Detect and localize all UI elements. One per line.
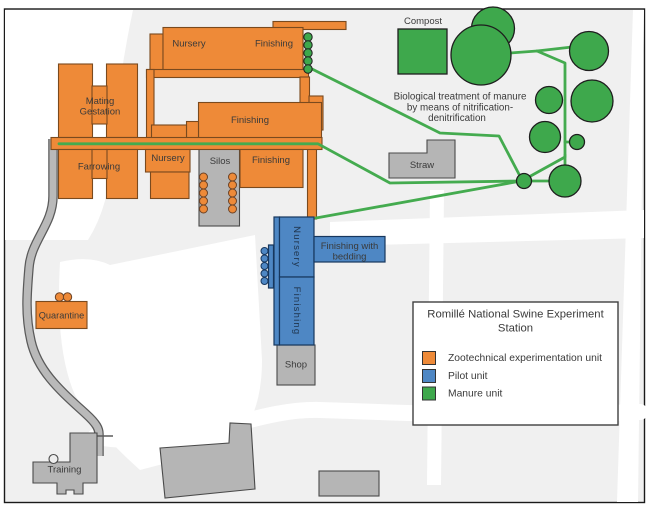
pilot-dot-icon (260, 247, 269, 255)
manure-dot-icon (303, 32, 313, 42)
pilot-corridor-bar (273, 216, 281, 346)
label-bio-1: Biological treatment of manure (394, 92, 527, 103)
manure-dot-icon (303, 64, 313, 74)
manure-line-5 (535, 45, 574, 53)
label-straw: Straw (410, 160, 434, 171)
building-finishing-mid (197, 101, 323, 139)
silo-dot-icon (228, 188, 237, 198)
label-gestation: Gestation (80, 107, 121, 118)
label-bio-3: denitrification (428, 113, 486, 124)
manure-tank-icon (568, 30, 610, 72)
legend-swatch-zootechnical (422, 351, 436, 365)
open-ground-center (59, 235, 262, 470)
legend-label-zootechnical: Zootechnical experimentation unit (448, 353, 602, 364)
label-nursery-low: Nursery (151, 153, 185, 164)
building-quarantine (35, 300, 88, 330)
manure-tank-icon (568, 133, 586, 151)
corridor-top (145, 68, 310, 79)
label-shop: Shop (285, 360, 307, 371)
road-southeast (330, 210, 644, 246)
building-small-gray (318, 470, 380, 497)
manure-dot-icon (303, 40, 313, 50)
building-mating-gestation-left (57, 63, 94, 139)
legend-label-manure: Manure unit (448, 389, 503, 400)
label-finishing-low: Finishing (252, 155, 290, 166)
silo-dot-icon (199, 188, 208, 198)
building-mating-gestation-link (91, 85, 108, 125)
pilot-dot-icon (260, 269, 269, 278)
quarantine-dot-icon (54, 292, 65, 302)
building-finishing-bedding (313, 235, 386, 263)
label-quarantine: Quarantine (39, 311, 84, 321)
legend-title-line1: Romillé National Swine Experiment (427, 309, 604, 321)
silo-dot-icon (199, 180, 208, 190)
label-training: Training (48, 465, 82, 476)
building-finishing-pilot (278, 276, 315, 346)
label-finishing-bedding-1: Finishing with (321, 241, 379, 252)
label-farrowing: Farrowing (78, 162, 120, 173)
building-straw (388, 139, 456, 179)
silo-dot-icon (199, 196, 208, 206)
quarantine-dot-icon (62, 292, 73, 302)
legend-box (412, 301, 619, 426)
legend-swatch-pilot (422, 369, 436, 383)
building-large-gray (159, 422, 256, 499)
label-compost: Compost (404, 16, 442, 27)
manure-line-4 (508, 49, 567, 180)
label-finishing-pilot: Finishing (291, 287, 302, 336)
label-nursery-pilot: Nursery (291, 226, 302, 268)
road-right (617, 10, 644, 502)
pilot-dot-icon (260, 277, 269, 285)
legend-title-line2: Station (498, 323, 533, 335)
building-top-bar (272, 20, 347, 31)
manure-line-3 (314, 179, 523, 220)
road-path (23, 139, 103, 456)
manure-line-2 (57, 142, 522, 185)
building-finishing-low (239, 148, 304, 189)
label-bio-2: by means of nitrification- (407, 103, 513, 114)
building-top-left-annex (149, 33, 164, 71)
label-mating: Mating (86, 96, 115, 107)
manure-dot-icon (303, 56, 313, 66)
building-farrowing-right (105, 148, 139, 200)
silo-dot-icon (228, 204, 237, 214)
legend-label-pilot: Pilot unit (448, 371, 488, 382)
corridor-right (299, 76, 311, 105)
label-finishing-top: Finishing (255, 39, 293, 50)
label-finishing-bedding-2: bedding (333, 252, 367, 263)
pilot-small-bar (267, 244, 275, 289)
manure-tank-icon (570, 79, 614, 123)
building-farrowing-link (91, 148, 108, 180)
building-nursery-pilot (278, 216, 315, 278)
building-nursery-low-b (149, 171, 190, 200)
silo-dot-icon (228, 180, 237, 190)
manure-junction-icon (515, 172, 533, 190)
pilot-dot-icon (260, 254, 269, 263)
building-training (32, 432, 98, 495)
label-nursery-top: Nursery (172, 39, 206, 50)
training-marker-icon (48, 453, 59, 465)
silo-dot-icon (228, 172, 237, 182)
building-shop (276, 344, 316, 386)
label-finishing-mid: Finishing (231, 115, 269, 126)
manure-tank-icon (450, 24, 512, 86)
building-farrowing-left (57, 148, 94, 200)
manure-line-1 (308, 66, 523, 180)
manure-tank-icon (528, 120, 562, 154)
legend-swatch-manure (422, 386, 436, 401)
manure-tank-icon (534, 85, 564, 115)
silo-dot-icon (199, 204, 208, 214)
label-silos: Silos (210, 156, 231, 167)
pilot-dot-icon (260, 262, 269, 270)
manure-tank-icon (548, 164, 582, 198)
manure-dot-icon (303, 48, 313, 58)
building-finishing-mid-step (185, 120, 200, 139)
silo-dot-icon (228, 196, 237, 206)
silo-dot-icon (199, 172, 208, 182)
compost-square (397, 28, 448, 75)
